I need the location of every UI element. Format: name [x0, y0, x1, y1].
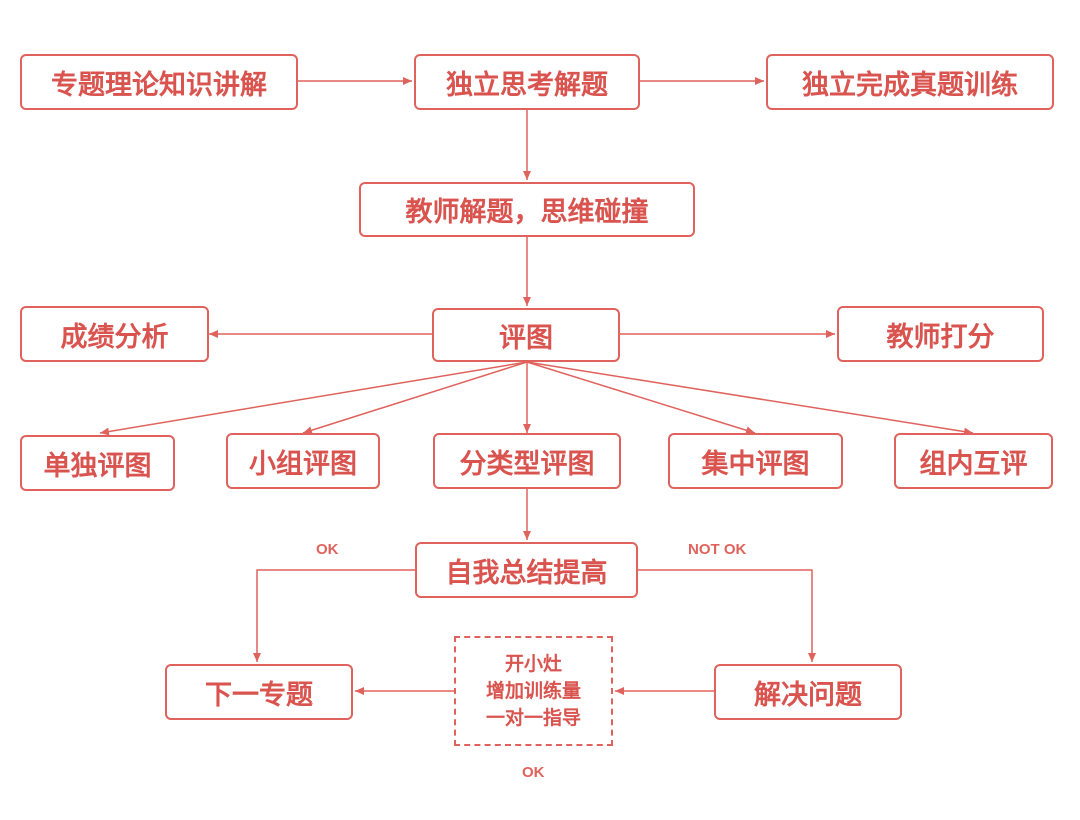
extra-help-note: 开小灶 增加训练量 一对一指导: [454, 636, 613, 746]
node-individual-review: 单独评图: [20, 435, 175, 491]
node-peer-review: 组内互评: [894, 433, 1053, 489]
node-group-review: 小组评图: [226, 433, 380, 489]
arrow-review-to-individual: [99, 361, 528, 436]
node-teacher-grading: 教师打分: [837, 306, 1044, 362]
arrow-review-to-peer: [526, 361, 974, 436]
node-topic-lecture: 专题理论知识讲解: [20, 54, 298, 110]
node-score-analysis: 成绩分析: [20, 306, 209, 362]
arrow-summary-to-solve-problem: [638, 569, 816, 662]
node-exam-practice: 独立完成真题训练: [766, 54, 1054, 110]
extra-help-line-1: 开小灶: [504, 652, 562, 675]
edge-label-ok-left: OK: [316, 541, 339, 558]
arrow-review-to-group: [302, 361, 528, 435]
node-review: 评图: [432, 308, 620, 362]
node-solve-problem: 解决问题: [714, 664, 902, 720]
edge-label-not-ok: NOT OK: [688, 541, 747, 558]
node-independent-thinking: 独立思考解题: [414, 54, 640, 110]
extra-help-line-2: 增加训练量: [485, 679, 581, 702]
edge-label-ok-bottom: OK: [522, 764, 545, 781]
arrow-review-to-centralized: [526, 361, 756, 435]
node-category-review: 分类型评图: [433, 433, 621, 489]
node-self-summary: 自我总结提高: [415, 542, 638, 598]
node-centralized-review: 集中评图: [668, 433, 843, 489]
node-next-topic: 下一专题: [165, 664, 353, 720]
arrow-summary-to-next-topic: [253, 569, 415, 662]
node-teacher-solve: 教师解题，思维碰撞: [359, 182, 695, 237]
extra-help-line-3: 一对一指导: [485, 706, 581, 729]
